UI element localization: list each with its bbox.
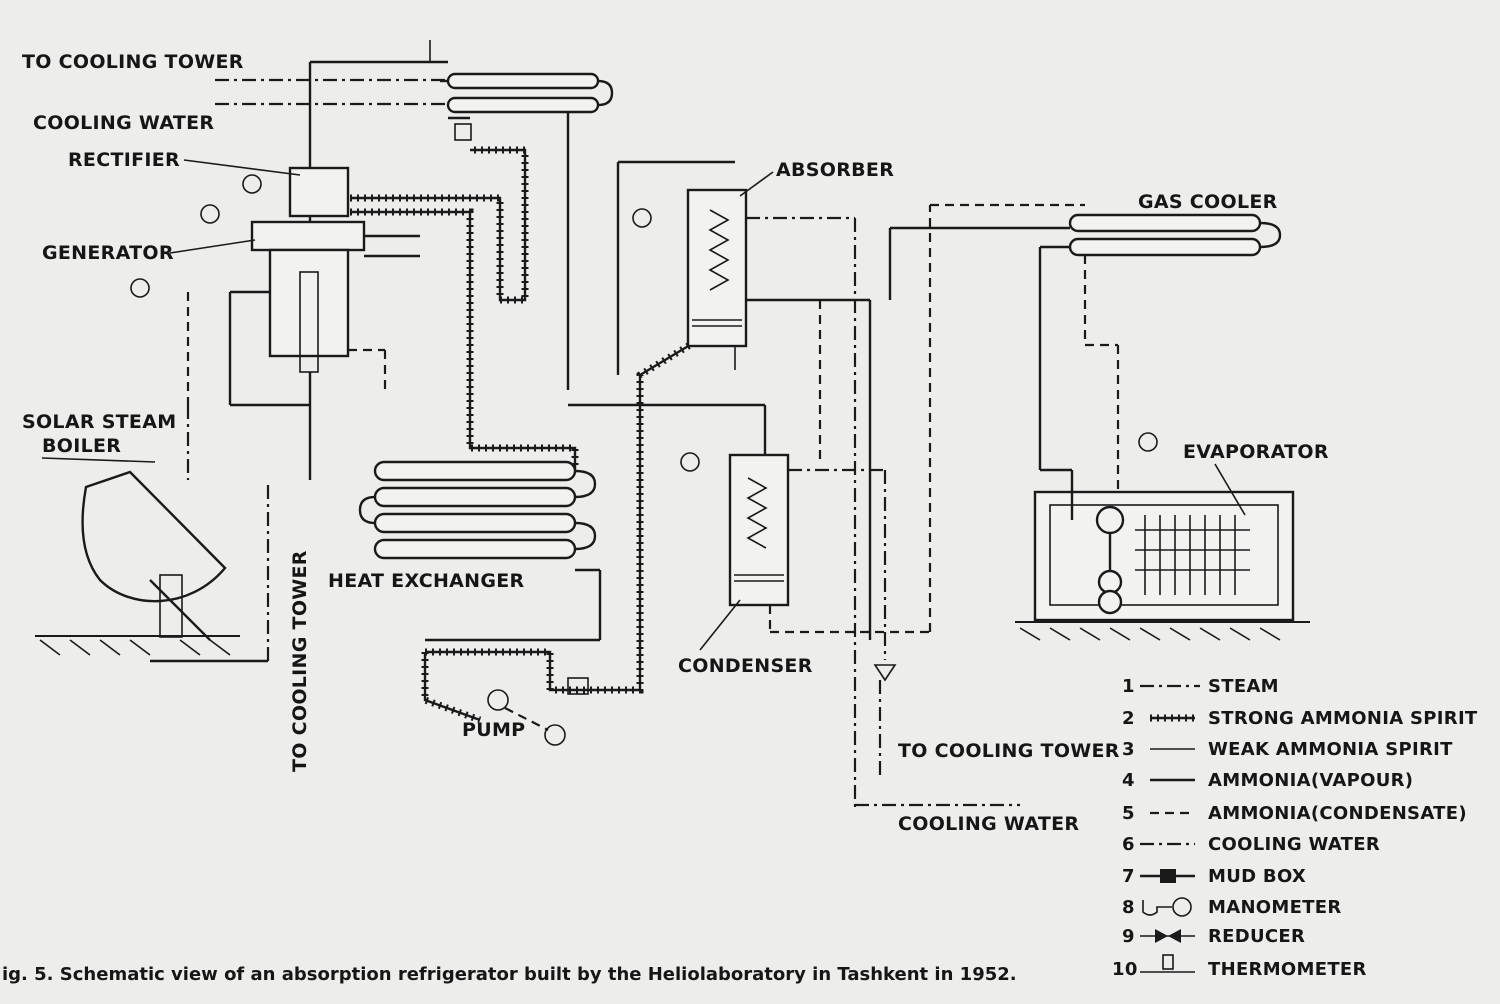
label-absorber: ABSORBER (776, 159, 894, 181)
svg-text:7: 7 (1122, 866, 1135, 887)
solar-steam-boiler (35, 405, 270, 663)
label-generator: GENERATOR (42, 242, 174, 264)
thermometer-icon (1162, 954, 1174, 970)
legend-item-weak-ammonia: 3 WEAK AMMONIA SPIRIT (1122, 739, 1453, 760)
component-labels: TO COOLING TOWER COOLING WATER RECTIFIER… (22, 51, 1329, 835)
legend-item-mud-box: 7 MUD BOX (1122, 866, 1306, 887)
pump (487, 677, 589, 746)
label-rectifier: RECTIFIER (68, 149, 180, 171)
legend-item-ammonia-condensate: 5 AMMONIA(CONDENSATE) (1122, 803, 1467, 824)
label-to-cooling-tower-top: TO COOLING TOWER (22, 51, 244, 73)
svg-text:2: 2 (1122, 708, 1135, 729)
condenser (568, 203, 1085, 807)
legend-item-steam: 1 STEAM (1122, 676, 1279, 697)
label-solar-steam-boiler-2: BOILER (42, 435, 121, 457)
legend-item-strong-ammonia: 2 STRONG AMMONIA SPIRIT (1122, 708, 1478, 729)
svg-text:AMMONIA(CONDENSATE): AMMONIA(CONDENSATE) (1208, 803, 1467, 824)
svg-text:WEAK AMMONIA SPIRIT: WEAK AMMONIA SPIRIT (1208, 739, 1453, 760)
figure-caption: ig. 5. Schematic view of an absorption r… (2, 964, 1017, 985)
svg-text:9: 9 (1122, 926, 1135, 947)
svg-text:MANOMETER: MANOMETER (1208, 897, 1342, 918)
gas-cooler (888, 213, 1282, 500)
label-solar-steam-boiler-1: SOLAR STEAM (22, 411, 176, 433)
label-evaporator: EVAPORATOR (1183, 441, 1329, 463)
label-cooling-water-bottom: COOLING WATER (898, 813, 1079, 835)
label-heat-exchanger: HEAT EXCHANGER (328, 570, 525, 592)
label-cooling-water-top: COOLING WATER (33, 112, 214, 134)
top-cooler (215, 40, 614, 390)
legend-item-thermometer: 10 THERMOMETER (1112, 954, 1367, 980)
strong-ammonia-lines (350, 146, 692, 724)
generator (130, 166, 420, 480)
label-to-cooling-tower-vertical: TO COOLING TOWER (289, 550, 311, 772)
label-condenser: CONDENSER (678, 655, 813, 677)
svg-text:4: 4 (1122, 770, 1135, 791)
svg-text:MUD BOX: MUD BOX (1208, 866, 1306, 887)
svg-text:6: 6 (1122, 834, 1135, 855)
svg-text:3: 3 (1122, 739, 1135, 760)
legend-item-reducer: 9 REDUCER (1122, 926, 1305, 947)
heat-exchanger (358, 460, 602, 642)
legend-item-ammonia-vapour: 4 AMMONIA(VAPOUR) (1122, 770, 1413, 791)
label-pump: PUMP (462, 719, 525, 741)
svg-text:COOLING WATER: COOLING WATER (1208, 834, 1380, 855)
legend: 1 STEAM 2 STRONG AMMONIA SPIRIT 3 WEAK A… (1112, 676, 1478, 980)
svg-text:STRONG AMMONIA SPIRIT: STRONG AMMONIA SPIRIT (1208, 708, 1478, 729)
mud-box-icon (1160, 869, 1176, 883)
label-gas-cooler: GAS COOLER (1138, 191, 1278, 213)
evaporator (1015, 432, 1310, 641)
svg-text:THERMOMETER: THERMOMETER (1208, 959, 1367, 980)
reducer-icon (1155, 929, 1181, 943)
svg-text:5: 5 (1122, 803, 1135, 824)
svg-text:REDUCER: REDUCER (1208, 926, 1305, 947)
svg-text:10: 10 (1112, 959, 1138, 980)
manometer-icon (1142, 900, 1172, 916)
svg-text:STEAM: STEAM (1208, 676, 1279, 697)
absorber (616, 160, 872, 810)
svg-text:8: 8 (1122, 897, 1135, 918)
label-to-cooling-tower-bottom: TO COOLING TOWER (898, 740, 1120, 762)
svg-text:1: 1 (1122, 676, 1135, 697)
legend-item-cooling-water: 6 COOLING WATER (1122, 834, 1380, 855)
svg-text:AMMONIA(VAPOUR): AMMONIA(VAPOUR) (1208, 770, 1413, 791)
legend-item-manometer: 8 MANOMETER (1122, 897, 1342, 918)
